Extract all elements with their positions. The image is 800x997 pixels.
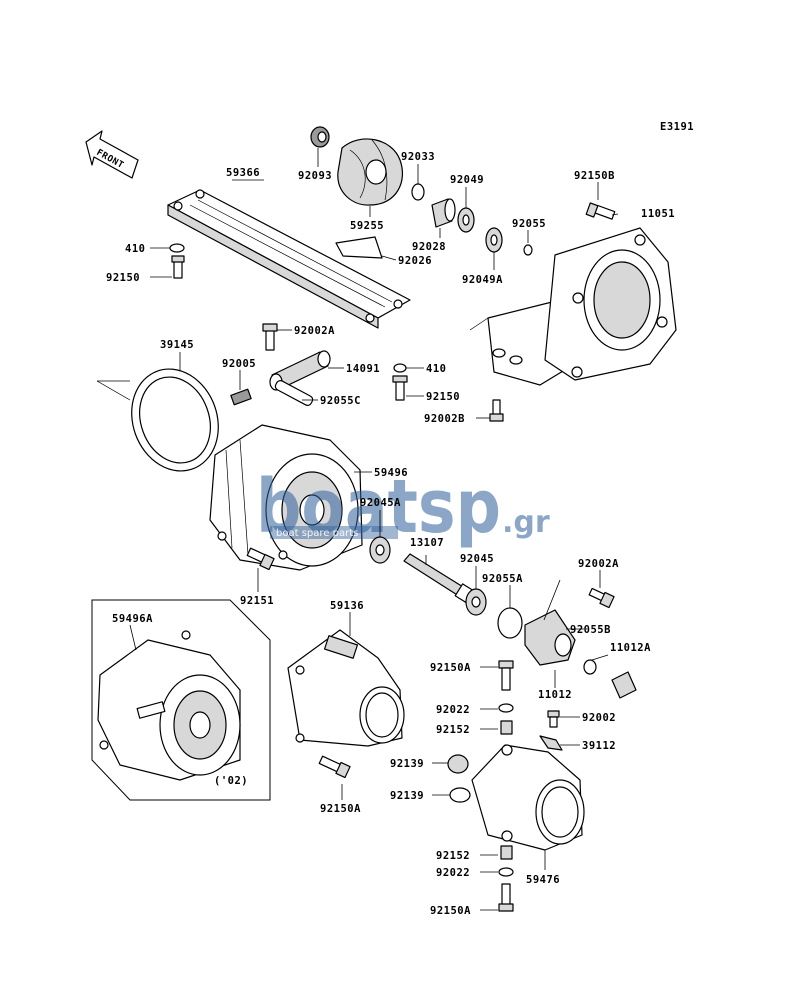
part-label: 11051: [641, 208, 675, 220]
lever-39112: [539, 735, 563, 751]
part-label: 59496: [374, 467, 408, 479]
impeller-59255: [337, 138, 404, 206]
bolt-92150b: [585, 202, 616, 220]
watermark-brand: boatsp: [256, 464, 501, 550]
bolt-92150a-lower: [498, 883, 514, 912]
part-label: 92055: [512, 218, 546, 230]
part-label: 92002A: [294, 325, 335, 337]
part-label: 13107: [410, 537, 444, 549]
o-ring-92055: [523, 244, 533, 256]
part-label: 92049: [450, 174, 484, 186]
o-ring-92055c: [274, 380, 314, 406]
part-label: 92002B: [424, 413, 465, 425]
bolt-92002b: [489, 399, 504, 422]
plug-11012a: [611, 671, 637, 699]
watermark-tld: .gr: [502, 505, 550, 540]
part-label: 92150B: [574, 170, 615, 182]
bolt-92150a-mid: [318, 755, 351, 779]
part-label: 92151: [240, 595, 274, 607]
part-label: 92139: [390, 758, 424, 770]
inset-note: ('02): [214, 775, 248, 787]
part-label: 92002A: [578, 558, 619, 570]
part-label: 92093: [298, 170, 332, 182]
part-label: 92026: [398, 255, 432, 267]
bushing-92028: [431, 198, 456, 228]
part-label: 11012: [538, 689, 572, 701]
part-label: 59496A: [112, 613, 153, 625]
part-label: 410: [125, 243, 145, 255]
part-label: 92150A: [430, 662, 471, 674]
diagram-code: E3191: [660, 121, 694, 133]
drive-shaft-13107: [403, 553, 474, 603]
part-label: 92150A: [320, 803, 361, 815]
part-label: 92028: [412, 241, 446, 253]
inset-box-59496a: ('02): [91, 599, 271, 801]
part-label: 11012A: [610, 642, 651, 654]
part-label: 92152: [436, 724, 470, 736]
part-label: 92002: [582, 712, 616, 724]
part-label: 92055B: [570, 624, 611, 636]
leader-lines: [129, 148, 619, 911]
part-label: 39145: [160, 339, 194, 351]
part-label: 92150A: [430, 905, 471, 917]
impeller-cap-92093: [310, 126, 330, 148]
wear-ring-39145: [96, 368, 219, 472]
bushing-92139-lower: [449, 787, 471, 803]
o-ring-92055b: [583, 659, 597, 675]
bolt-92002-right: [547, 710, 560, 728]
collar-92152-upper: [500, 720, 513, 735]
front-arrow-icon: FRONT: [85, 130, 139, 179]
steering-nozzle-59476: [471, 744, 585, 851]
part-label: 92055A: [482, 573, 523, 585]
part-label: 92045A: [360, 497, 401, 509]
washer-410-right: [393, 363, 407, 373]
bushing-92139-upper: [447, 754, 469, 774]
part-label: 92055C: [320, 395, 361, 407]
washer-92022-lower: [498, 867, 514, 877]
part-label: 92022: [436, 704, 470, 716]
bearing-92045: [465, 588, 487, 616]
plug-92005: [230, 388, 252, 406]
nozzle-59136: [287, 629, 405, 747]
oil-seal-92049: [457, 207, 475, 233]
bearing-92045a: [369, 536, 391, 564]
collar-92152-lower: [500, 845, 513, 860]
part-label: 92139: [390, 790, 424, 802]
washer-92022-upper: [498, 703, 514, 713]
part-label: 92152: [436, 850, 470, 862]
bolt-92002a-top: [262, 323, 278, 351]
watermark-logo: boatsp .gr boat spare parts: [256, 464, 550, 550]
washer-410: [169, 243, 185, 253]
o-ring-92055a: [497, 607, 523, 639]
part-label: 92049A: [462, 274, 503, 286]
watermark-tagline: boat spare parts: [276, 528, 358, 539]
part-label: 410: [426, 363, 446, 375]
part-label: 14091: [346, 363, 380, 375]
pump-cover-11051: [469, 227, 677, 386]
part-label: 59255: [350, 220, 384, 232]
part-label: 92005: [222, 358, 256, 370]
oil-seal-92049a: [485, 227, 503, 253]
bolt-92002a-right: [588, 587, 615, 609]
bolt-92150-right: [392, 375, 408, 401]
part-label: 92022: [436, 867, 470, 879]
part-label: 92033: [401, 151, 435, 163]
ride-plate-59366: [167, 189, 411, 329]
part-label: 59366: [226, 167, 260, 179]
part-label: 39112: [582, 740, 616, 752]
part-label: 92045: [460, 553, 494, 565]
part-label: 59476: [526, 874, 560, 886]
part-label: 59136: [330, 600, 364, 612]
pump-case-59496: [209, 424, 363, 571]
bolt-92150a-upper: [498, 660, 514, 691]
bolt-92150: [171, 255, 185, 279]
bolt-92151: [246, 547, 275, 571]
part-labels: 92093 59255 92033 92049 92150B 11051 593…: [106, 151, 675, 917]
circlip-92033: [411, 183, 425, 201]
part-label: 92150: [106, 272, 140, 284]
cap-11012: [524, 609, 576, 666]
part-label: 92150: [426, 391, 460, 403]
spacer-92026: [335, 236, 383, 259]
